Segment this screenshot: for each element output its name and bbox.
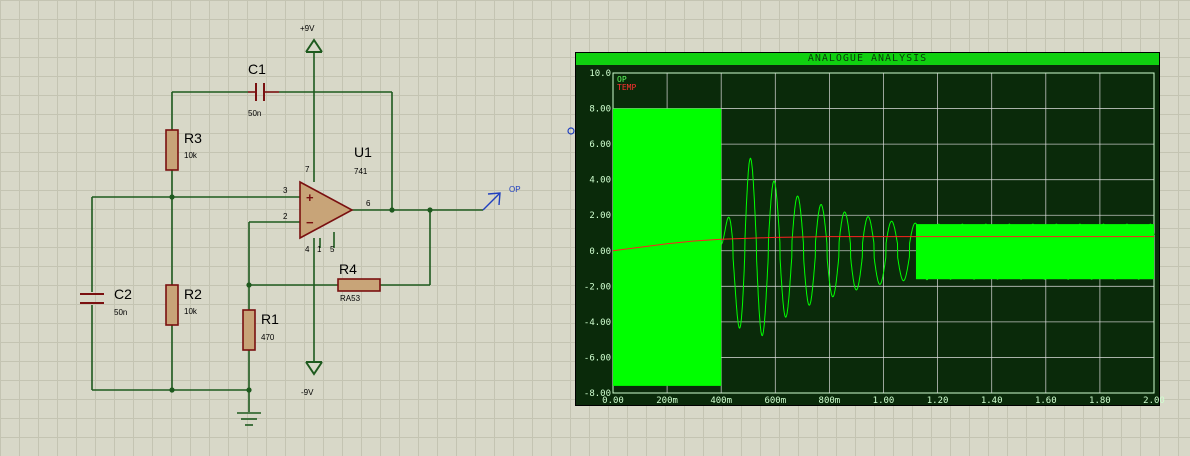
x-tick-label: 0.00 (602, 396, 624, 406)
x-tick-label: 1.20 (927, 396, 949, 406)
analogue-analysis-graph[interactable]: 0.00 200m 400m 600m 800m 1.00 1.20 1.40 1.60 1.80… (575, 52, 1165, 406)
pin-6-label: 6 (366, 199, 371, 208)
x-tick-label: 600m (764, 396, 786, 406)
x-tick-label: 1.40 (981, 396, 1003, 406)
r2-value: 10k (184, 307, 198, 316)
opamp-minus-sign: − (306, 215, 314, 230)
u1-ref: U1 (354, 144, 372, 160)
r1-value: 470 (261, 333, 275, 342)
x-tick-label: 400m (710, 396, 732, 406)
terminal-pos-supply[interactable]: +9V (300, 24, 323, 53)
legend-op: OP (617, 75, 627, 84)
legend-temp: TEMP (617, 83, 636, 92)
c2-ref: C2 (114, 286, 132, 302)
c1-ref: C1 (248, 61, 266, 77)
x-tick-label: 1.80 (1089, 396, 1111, 406)
capacitor-c2[interactable]: C2 50n (80, 286, 132, 317)
schematic-canvas[interactable]: +9V -9V OP C1 50n C2 50n R3 10k (0, 0, 575, 456)
graph-title[interactable]: ANALOGUE ANALYSIS (576, 53, 1159, 65)
y-tick-label: 6.00 (589, 140, 611, 150)
y-tick-label: 0.00 (589, 247, 611, 257)
output-terminal[interactable]: OP (482, 185, 521, 211)
opamp-u1[interactable]: + − U1 741 3 2 6 7 4 1 5 (283, 144, 372, 254)
y-tick-label: 10.0 (589, 69, 611, 79)
x-tick-label: 2.00 (1143, 396, 1165, 406)
y-tick-label: -2.00 (584, 282, 611, 292)
output-label: OP (509, 185, 521, 194)
r2-ref: R2 (184, 286, 202, 302)
capacitor-c1[interactable]: C1 50n (248, 61, 279, 118)
pin-3-label: 3 (283, 186, 288, 195)
resistor-r3[interactable]: R3 10k (165, 129, 202, 171)
y-tick-label: 2.00 (589, 211, 611, 221)
terminal-neg-supply[interactable]: -9V (301, 361, 323, 397)
op-series-steady-band (915, 224, 1154, 280)
resistor-r1[interactable]: R1 470 (242, 309, 279, 351)
pin-1-label: 1 (317, 245, 322, 254)
graph-plot-svg: 0.00 200m 400m 600m 800m 1.00 1.20 1.40 1.60 1.80… (584, 69, 1165, 406)
c2-value: 50n (114, 308, 127, 317)
supply-neg-label: -9V (301, 388, 314, 397)
r3-value: 10k (184, 151, 198, 160)
x-tick-label: 1.60 (1035, 396, 1057, 406)
x-tick-label: 200m (656, 396, 678, 406)
pin-2-label: 2 (283, 212, 288, 221)
y-tick-label: 8.00 (589, 105, 611, 115)
y-tick-label: -8.00 (584, 389, 611, 399)
y-tick-label: -6.00 (584, 353, 611, 363)
x-tick-label: 800m (819, 396, 841, 406)
ground-symbol[interactable] (237, 412, 261, 426)
r4-value: RA53 (340, 294, 361, 303)
r3-ref: R3 (184, 130, 202, 146)
pin-5-label: 5 (330, 245, 335, 254)
temp-series-line (612, 236, 1154, 252)
op-series-block (613, 108, 722, 386)
u1-value: 741 (354, 167, 368, 176)
opamp-plus-sign: + (306, 190, 314, 205)
pin-4-label: 4 (305, 245, 310, 254)
wires (91, 52, 483, 412)
r4-ref: R4 (339, 261, 357, 277)
supply-pos-label: +9V (300, 24, 315, 33)
c1-value: 50n (248, 109, 261, 118)
r1-ref: R1 (261, 311, 279, 327)
resistor-r2[interactable]: R2 10k (165, 284, 202, 326)
y-tick-label: 4.00 (589, 176, 611, 186)
junction-dots (169, 194, 433, 393)
x-tick-label: 1.00 (873, 396, 895, 406)
graph-anchor-marker (567, 127, 575, 135)
resistor-r4[interactable]: R4 RA53 (337, 261, 381, 303)
y-tick-label: -4.00 (584, 318, 611, 328)
pin-7-label: 7 (305, 165, 310, 174)
